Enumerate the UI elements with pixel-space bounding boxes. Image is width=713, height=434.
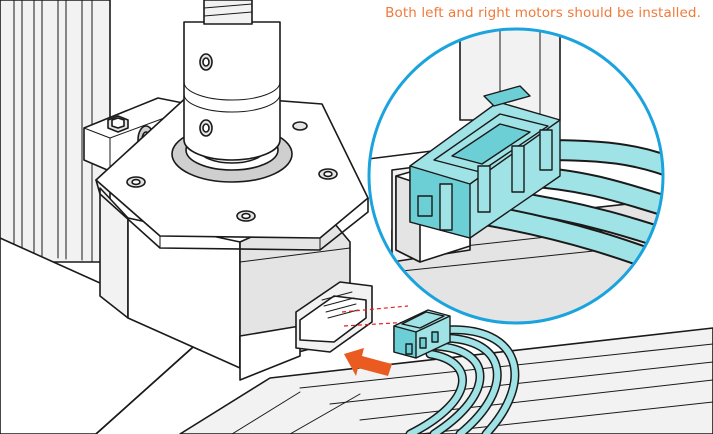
zoom-callout-ring xyxy=(367,27,665,325)
instruction-caption: Both left and right motors should be ins… xyxy=(385,5,701,21)
zoom-callout xyxy=(367,27,665,325)
cable-plug xyxy=(393,309,451,359)
motor-connector-socket xyxy=(295,281,373,353)
zoom-detail xyxy=(369,29,663,323)
cable-bundle xyxy=(405,325,520,434)
horizontal-rail xyxy=(179,327,713,434)
insert-direction-arrow-icon xyxy=(344,348,392,376)
coupler-and-leadscrew xyxy=(171,0,293,183)
